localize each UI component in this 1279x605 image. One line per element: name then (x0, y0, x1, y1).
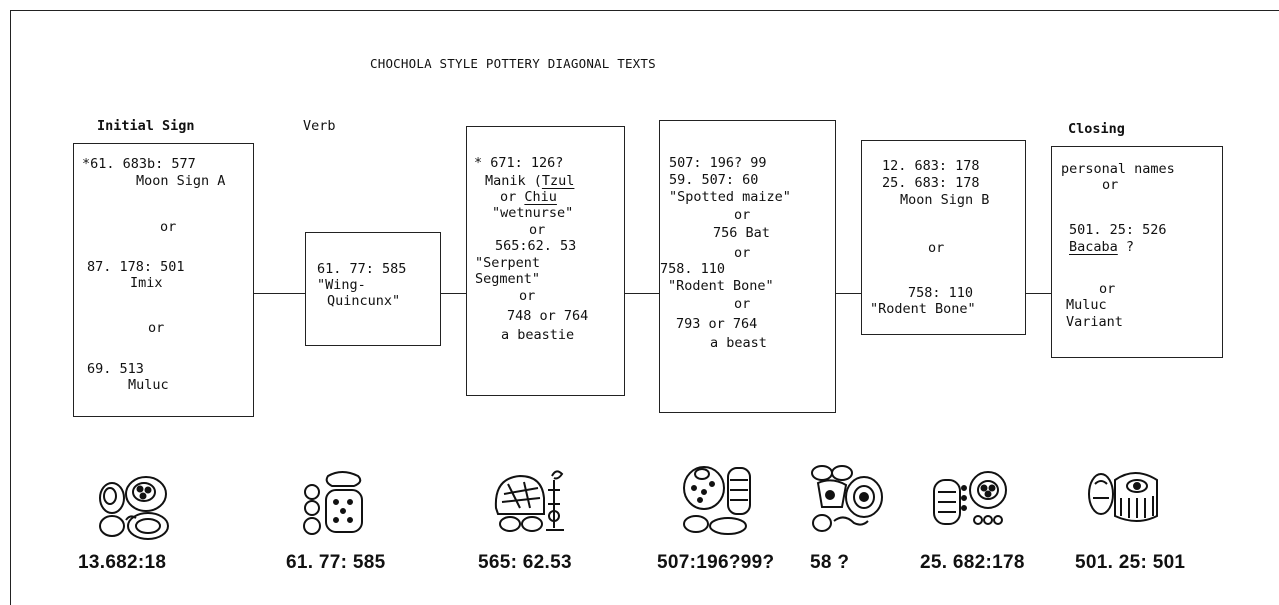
glyph-501-25-501 (1085, 466, 1165, 532)
fourth-box: 507: 196? 99 59. 507: 60 "Spotted maize"… (659, 120, 836, 413)
third-line-3: or Chiu (500, 189, 557, 205)
third-or-text: or (500, 189, 525, 205)
verb-box: 61. 77: 585 "Wing- Quincunx" (305, 232, 441, 346)
glyph-13-682-18 (96, 474, 176, 548)
fourth-line-11: a beast (710, 335, 767, 351)
fourth-line-5: 756 Bat (713, 225, 770, 241)
fifth-line-3: Moon Sign B (900, 192, 990, 208)
closing-line-2: or (1102, 177, 1119, 193)
third-line-6: 565:62. 53 (495, 238, 577, 254)
initial-line-8: Muluc (128, 377, 169, 393)
glyph-25-682-178 (930, 468, 1010, 536)
fifth-line-1: 12. 683: 178 (882, 158, 980, 174)
fourth-line-9: or (734, 296, 751, 312)
connector-1 (254, 293, 305, 294)
caption-6: 25. 682:178 (920, 552, 1025, 573)
diagram-title: CHOCHOLA STYLE POTTERY DIAGONAL TEXTS (370, 56, 656, 71)
third-line-7: "Serpent (475, 255, 541, 271)
connector-4 (836, 293, 861, 294)
fourth-line-4: or (734, 207, 751, 223)
third-line-4: "wetnurse" (492, 205, 574, 221)
third-box: * 671: 126? Manik (Tzul or Chiu "wetnurs… (466, 126, 625, 396)
initial-sign-box: *61. 683b: 577 Moon Sign A or 87. 178: 5… (73, 143, 254, 417)
caption-4: 507:196?99? (657, 552, 775, 573)
closing-line-1: personal names (1061, 161, 1175, 177)
fourth-line-1: 507: 196? 99 (669, 155, 767, 171)
fourth-line-3: "Spotted maize" (669, 189, 791, 205)
closing-line-4: Bacaba ? (1069, 239, 1134, 255)
third-chiu-text: Chiu (524, 189, 557, 205)
connector-2 (441, 293, 466, 294)
initial-line-5: Imix (130, 275, 163, 291)
closing-question-text: ? (1117, 239, 1135, 255)
connector-5 (1026, 293, 1051, 294)
glyph-507-196-99 (680, 462, 758, 542)
third-manik-text: Manik ( (485, 173, 542, 189)
initial-line-6: or (148, 320, 165, 336)
header-closing: Closing (1068, 121, 1125, 137)
closing-bacaba-text: Bacaba (1069, 239, 1118, 255)
glyph-61-77-585 (302, 470, 368, 544)
fifth-box: 12. 683: 178 25. 683: 178 Moon Sign B or… (861, 140, 1026, 335)
initial-line-4: 87. 178: 501 (87, 259, 185, 275)
closing-line-5: or (1099, 281, 1116, 297)
fourth-line-10: 793 or 764 (676, 316, 758, 332)
fourth-line-6: or (734, 245, 751, 261)
initial-line-1: *61. 683b: 577 (82, 156, 196, 172)
third-line-5: or (529, 222, 546, 238)
fourth-line-7: 758. 110 (660, 261, 726, 277)
initial-line-3: or (160, 219, 177, 235)
third-line-1: * 671: 126? (474, 155, 564, 171)
verb-line-1: 61. 77: 585 (317, 261, 407, 277)
caption-5: 58 ? (810, 552, 850, 573)
verb-line-3: Quincunx" (327, 293, 401, 309)
third-line-10: 748 or 764 (507, 308, 589, 324)
closing-line-3: 501. 25: 526 (1069, 222, 1167, 238)
fourth-line-2: 59. 507: 60 (669, 172, 759, 188)
initial-line-7: 69. 513 (87, 361, 144, 377)
caption-2: 61. 77: 585 (286, 552, 386, 573)
glyph-58 (808, 463, 886, 539)
page-frame (10, 10, 1279, 605)
verb-line-2: "Wing- (317, 277, 366, 293)
caption-1: 13.682:18 (78, 552, 167, 573)
third-line-11: a beastie (501, 327, 575, 343)
caption-3: 565: 62.53 (478, 552, 572, 573)
third-tzul-text: Tzul (541, 173, 575, 189)
closing-line-6: Muluc (1066, 297, 1107, 313)
header-verb: Verb (303, 118, 336, 134)
third-line-2: Manik (Tzul (485, 173, 574, 189)
fifth-line-4: or (928, 240, 945, 256)
fourth-line-8: "Rodent Bone" (668, 278, 774, 294)
caption-7: 501. 25: 501 (1075, 552, 1186, 573)
fifth-line-2: 25. 683: 178 (882, 175, 980, 191)
third-line-9: or (519, 288, 536, 304)
connector-3 (625, 293, 659, 294)
closing-line-7: Variant (1066, 314, 1123, 330)
third-line-8: Segment" (475, 271, 541, 287)
glyph-565-62-53 (490, 468, 572, 544)
fifth-line-5: 758: 110 (908, 285, 974, 301)
fifth-line-6: "Rodent Bone" (870, 301, 976, 317)
header-initial-sign: Initial Sign (97, 118, 195, 134)
initial-line-2: Moon Sign A (136, 173, 226, 189)
closing-box: personal names or 501. 25: 526 Bacaba ? … (1051, 146, 1223, 358)
